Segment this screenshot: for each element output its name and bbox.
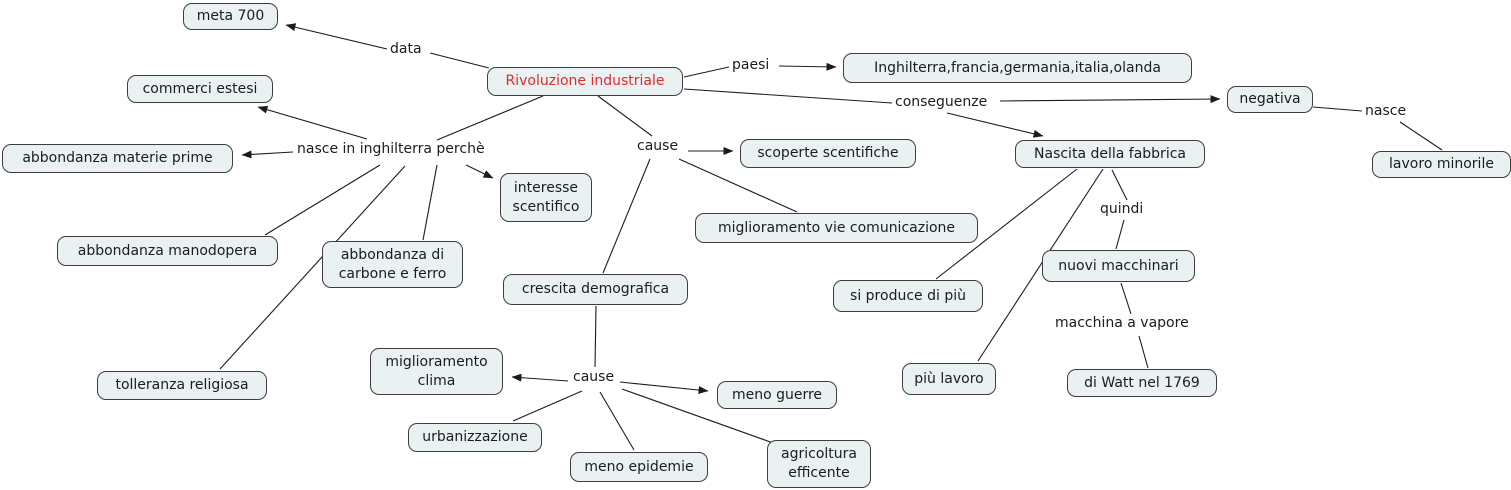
node-meta-700[interactable]: meta 700 — [183, 3, 278, 30]
edge-negativa-nasce — [1312, 106, 1363, 112]
node-miglioramento-clima[interactable]: miglioramento clima — [370, 348, 503, 395]
edge-cause2-menoguerre — [619, 381, 709, 395]
edge-fabbrica-siproduce — [935, 168, 1078, 280]
edge-nasceinghilterra-carbone — [422, 164, 438, 241]
edge-rivoluzione-nasceinghilterra — [436, 95, 544, 141]
edge-quindi-nuovimacchinari — [1115, 219, 1125, 250]
edge-conseguenze-fabbrica — [946, 112, 1044, 138]
node-di-watt-nel-1769[interactable]: di Watt nel 1769 — [1067, 369, 1217, 397]
node-meno-epidemie[interactable]: meno epidemie — [570, 452, 708, 482]
edge-cause-viecomunicazione — [678, 158, 798, 213]
label-cause-bottom[interactable]: cause — [573, 369, 615, 385]
edge-nasceinghilterra-interesse — [465, 164, 494, 179]
node-tolleranza-religiosa[interactable]: tolleranza religiosa — [97, 371, 267, 400]
node-rivoluzione-industriale[interactable]: Rivoluzione industriale — [487, 67, 683, 96]
edge-rivoluzione-cause — [597, 95, 653, 137]
edge-rivoluzione-paesi — [683, 66, 730, 78]
node-agricoltura-efficente[interactable]: agricoltura efficente — [767, 440, 871, 488]
edge-crescita-cause2 — [594, 305, 597, 368]
node-elenco-paesi[interactable]: Inghilterra,francia,germania,italia,olan… — [843, 53, 1192, 83]
edge-data-meta700 — [285, 23, 388, 50]
node-abbondanza-materie-prime[interactable]: abbondanza materie prime — [2, 144, 233, 173]
edge-nuovimacchinari-vapore — [1120, 282, 1132, 315]
edge-cause-crescita — [602, 158, 651, 274]
node-lavoro-minorile[interactable]: lavoro minorile — [1372, 151, 1511, 178]
node-abbondanza-carbone-ferro[interactable]: abbondanza di carbone e ferro — [322, 241, 463, 288]
edge-vapore-watt — [1138, 335, 1149, 369]
edge-paesi-elenco — [778, 62, 837, 71]
node-negativa[interactable]: negativa — [1227, 86, 1313, 113]
edge-conseguenze-negativa — [999, 95, 1221, 104]
label-nasce[interactable]: nasce — [1365, 103, 1407, 119]
edge-nasceinghilterra-materieprime — [241, 150, 294, 159]
node-meno-guerre[interactable]: meno guerre — [717, 381, 837, 409]
edge-fabbrica-quindi — [1111, 169, 1128, 201]
edge-cause2-clima — [511, 373, 569, 382]
edge-nasceinghilterra-tolleranza — [219, 165, 406, 370]
edge-fabbrica-piulavoro — [977, 168, 1104, 362]
edge-cause2-menoepidemie — [599, 391, 635, 451]
label-macchina-a-vapore[interactable]: macchina a vapore — [1055, 315, 1189, 331]
label-quindi[interactable]: quindi — [1100, 201, 1144, 217]
node-miglioramento-vie-comunicazione[interactable]: miglioramento vie comunicazione — [695, 213, 978, 243]
label-cause-top[interactable]: cause — [637, 138, 679, 154]
edge-rivoluzione-data — [429, 52, 490, 69]
node-piu-lavoro[interactable]: più lavoro — [902, 363, 996, 395]
node-commerci-estesi[interactable]: commerci estesi — [127, 75, 273, 103]
edge-cause2-urbanizzazione — [512, 390, 583, 422]
node-abbondanza-manodopera[interactable]: abbondanza manodopera — [57, 236, 278, 266]
node-si-produce-di-piu[interactable]: si produce di più — [833, 280, 983, 312]
node-urbanizzazione[interactable]: urbanizzazione — [408, 423, 542, 452]
node-interesse-scentifico[interactable]: interesse scentifico — [500, 173, 592, 222]
edge-nasceinghilterra-manodopera — [264, 164, 381, 236]
label-data[interactable]: data — [390, 41, 422, 57]
edge-rivoluzione-conseguenze — [683, 88, 893, 104]
edge-nasceinghilterra-commerci — [257, 105, 368, 140]
node-nuovi-macchinari[interactable]: nuovi macchinari — [1042, 250, 1195, 282]
label-nasce-in-inghilterra-perche[interactable]: nasce in inghilterra perchè — [297, 141, 485, 157]
edge-nasce-lavorominorile — [1399, 121, 1443, 151]
node-nascita-della-fabbrica[interactable]: Nascita della fabbrica — [1015, 140, 1205, 168]
node-scoperte-scentifiche[interactable]: scoperte scentifiche — [740, 139, 916, 168]
label-conseguenze[interactable]: conseguenze — [895, 94, 988, 110]
node-crescita-demografica[interactable]: crescita demografica — [503, 274, 688, 305]
edge-cause2-agricoltura — [621, 388, 777, 445]
label-paesi[interactable]: paesi — [732, 57, 770, 73]
